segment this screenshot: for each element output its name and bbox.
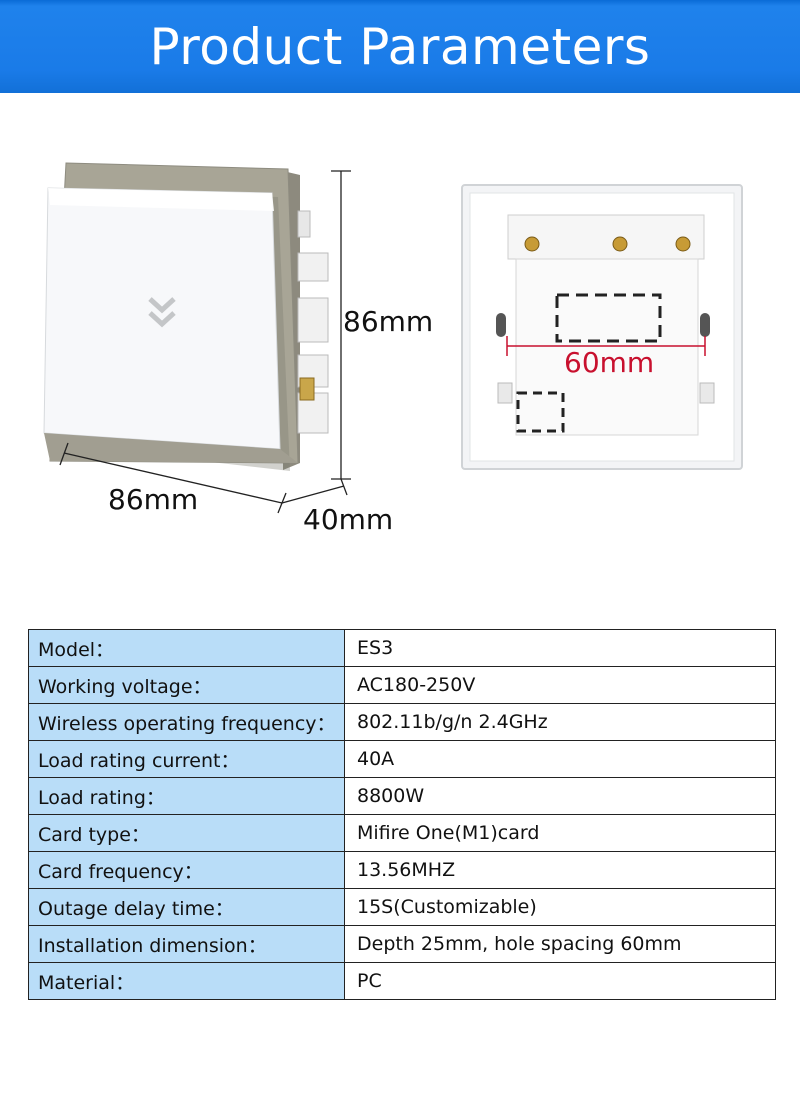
param-value: 13.56MHZ xyxy=(344,851,776,889)
param-key: Installation dimension： xyxy=(28,925,345,963)
param-key: Model： xyxy=(28,629,345,667)
mount-hole-left xyxy=(496,313,506,337)
param-value: ES3 xyxy=(344,629,776,667)
terminal-block xyxy=(507,214,705,260)
param-value: AC180-250V xyxy=(344,666,776,704)
white-panel xyxy=(43,187,281,450)
depth-dimension xyxy=(281,478,348,504)
product-figure: 86mm 86mm 40mm 60mm xyxy=(0,93,800,613)
param-value: 802.11b/g/n 2.4GHz xyxy=(344,703,776,741)
terminal-screw-2 xyxy=(612,236,628,252)
height-label: 86mm xyxy=(343,305,434,338)
depth-label: 40mm xyxy=(303,503,394,536)
param-key: Working voltage： xyxy=(28,666,345,704)
table-row: Wireless operating frequency： 802.11b/g/… xyxy=(28,703,776,741)
param-value: PC xyxy=(344,962,776,1000)
param-value: 8800W xyxy=(344,777,776,815)
param-key: Load rating current： xyxy=(28,740,345,778)
param-key: Material： xyxy=(28,962,345,1000)
side-clip-2 xyxy=(297,297,329,343)
terminal-screw-1 xyxy=(524,236,540,252)
parameters-table: Model： ES3 Working voltage： AC180-250V W… xyxy=(28,629,776,1000)
side-clip-top xyxy=(297,210,311,238)
width-label: 86mm xyxy=(108,483,199,516)
table-row: Model： ES3 xyxy=(28,629,776,667)
param-value: 40A xyxy=(344,740,776,778)
terminal-screw-3 xyxy=(675,236,691,252)
chevron-down-icon xyxy=(148,297,176,314)
table-row: Load rating current： 40A xyxy=(28,740,776,778)
title-banner: Product Parameters xyxy=(0,0,800,93)
table-row: Installation dimension： Depth 25mm, hole… xyxy=(28,925,776,963)
param-key: Outage delay time： xyxy=(28,888,345,926)
param-value: 15S(Customizable) xyxy=(344,888,776,926)
param-value: Depth 25mm, hole spacing 60mm xyxy=(344,925,776,963)
hole-spacing-label: 60mm xyxy=(564,346,655,379)
param-value: Mifire One(M1)card xyxy=(344,814,776,852)
table-row: Card frequency： 13.56MHZ xyxy=(28,851,776,889)
dashed-region-bottom xyxy=(516,391,565,433)
dashed-region-top xyxy=(555,293,662,343)
front-switch-image xyxy=(43,162,329,471)
table-row: Card type： Mifire One(M1)card xyxy=(28,814,776,852)
table-row: Load rating： 8800W xyxy=(28,777,776,815)
side-clip-1 xyxy=(297,252,329,282)
page-title: Product Parameters xyxy=(149,17,651,76)
table-row: Outage delay time： 15S(Customizable) xyxy=(28,888,776,926)
table-row: Material： PC xyxy=(28,962,776,1000)
param-key: Load rating： xyxy=(28,777,345,815)
param-key: Wireless operating frequency： xyxy=(28,703,345,741)
param-key: Card type： xyxy=(28,814,345,852)
back-switch-image xyxy=(461,184,743,470)
back-body xyxy=(515,258,699,436)
side-terminal xyxy=(299,377,315,401)
mount-hole-right xyxy=(700,313,710,337)
product-illustration xyxy=(43,162,743,514)
param-key: Card frequency： xyxy=(28,851,345,889)
table-row: Working voltage： AC180-250V xyxy=(28,666,776,704)
hole-spacing-dimension xyxy=(506,336,706,356)
